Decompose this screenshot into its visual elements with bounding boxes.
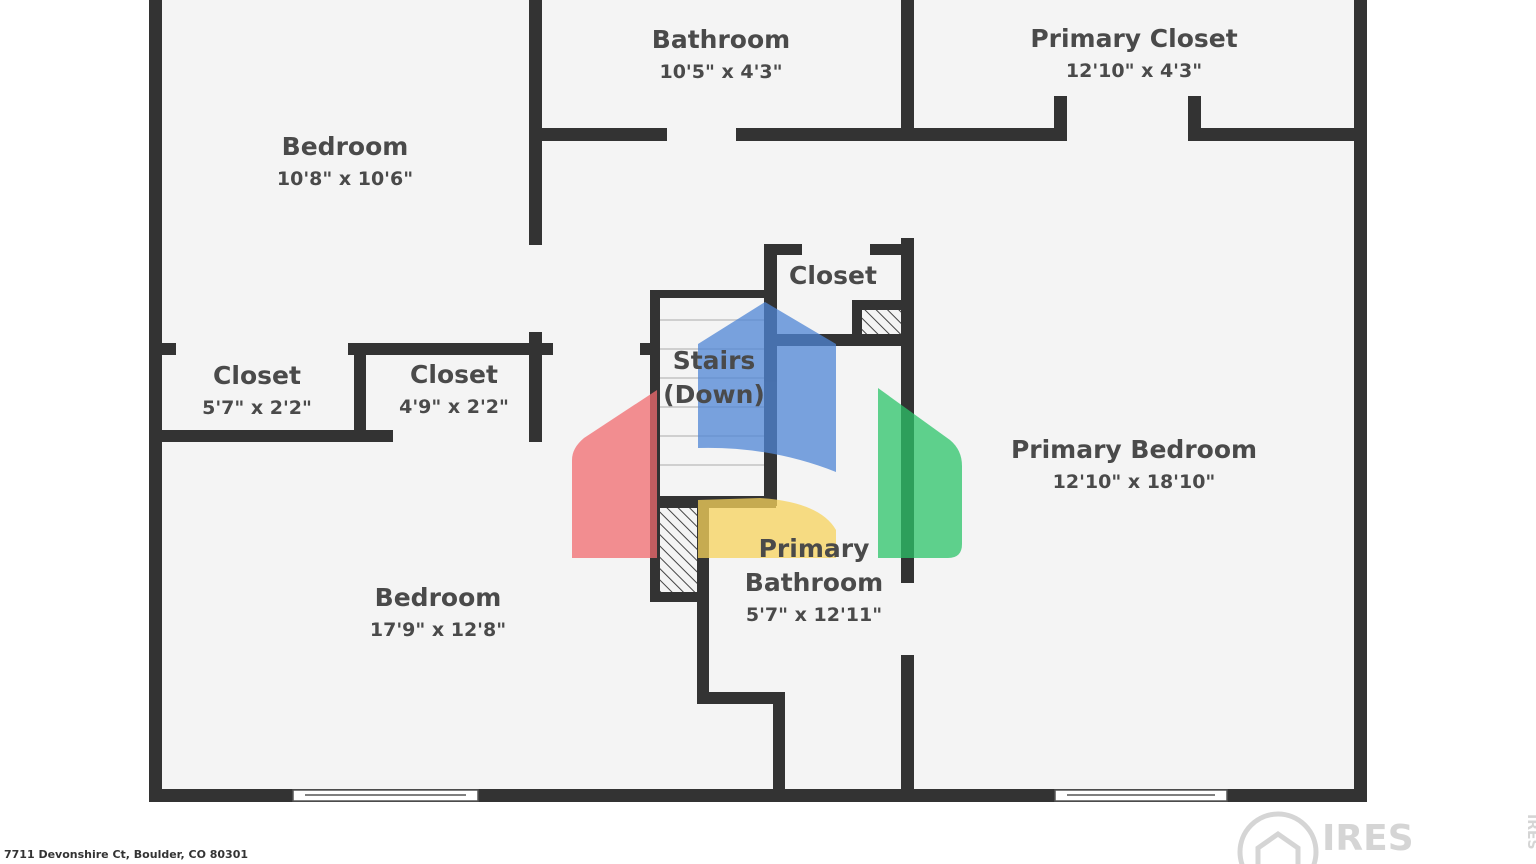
primary-bedroom-name: Primary Bedroom (1011, 435, 1257, 464)
hatched-shaft-top (860, 310, 902, 336)
bedroom-top-name: Bedroom (282, 132, 409, 161)
primary-closet-dims: 12'10" x 4'3" (1066, 60, 1202, 82)
watermark-blue-shape (698, 302, 836, 472)
bedroom-top-dims: 10'8" x 10'6" (277, 168, 413, 190)
primary-bathroom-name-line1: Primary (759, 534, 870, 563)
ires-logo: IRES IRES (1237, 811, 1536, 864)
closet-small-name: Closet (789, 261, 877, 290)
primary-bathroom-dims: 5'7" x 12'11" (746, 604, 882, 626)
watermark-green-shape (878, 388, 962, 558)
closet-mid-name: Closet (410, 360, 498, 389)
primary-bathroom-name-line2: Bathroom (745, 568, 883, 597)
house-icon (1255, 830, 1301, 864)
hatched-shaft-bottom (659, 506, 699, 600)
bedroom-bottom-dims: 17'9" x 12'8" (370, 619, 506, 641)
ires-logo-side-text: IRES (1524, 814, 1536, 850)
closet-left-dims: 5'7" x 2'2" (202, 397, 312, 419)
watermark-yellow-shape (698, 498, 836, 558)
bedroom-bottom-name: Bedroom (375, 583, 502, 612)
watermark-red-shape (572, 390, 657, 558)
stairs-direction: (Down) (663, 380, 765, 409)
bathroom-dims: 10'5" x 4'3" (659, 61, 782, 83)
ires-logo-emblem (1237, 811, 1319, 864)
primary-bedroom-dims: 12'10" x 18'10" (1053, 471, 1216, 493)
ires-logo-text: IRES (1322, 818, 1414, 859)
windows (292, 789, 1228, 802)
watermark-logo (572, 302, 962, 558)
primary-closet-name: Primary Closet (1030, 24, 1237, 53)
bathroom-name: Bathroom (652, 25, 790, 54)
closet-left-name: Closet (213, 361, 301, 390)
stairs-name: Stairs (673, 346, 756, 375)
property-address: 7711 Devonshire Ct, Boulder, CO 80301 (4, 848, 249, 861)
closet-mid-dims: 4'9" x 2'2" (399, 396, 509, 418)
